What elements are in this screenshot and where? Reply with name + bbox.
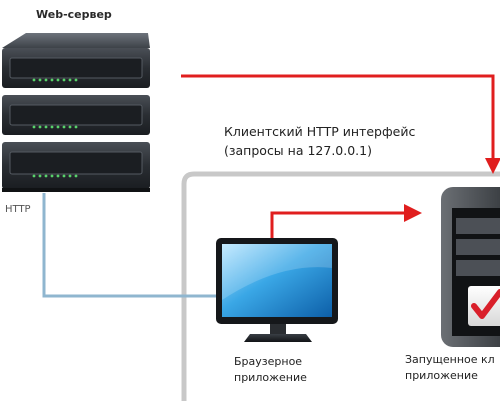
running-app-label-line2: приложение bbox=[405, 369, 478, 382]
http-label: HTTP bbox=[5, 204, 31, 215]
client-interface-subtitle: (запросы на 127.0.0.1) bbox=[224, 143, 372, 158]
browser-app-label-line1: Браузерное bbox=[234, 355, 303, 368]
client-frame bbox=[181, 171, 500, 401]
monitor-icon bbox=[216, 238, 338, 342]
server-to-app-arrow bbox=[181, 74, 500, 174]
web-server-title: Web-сервер bbox=[36, 8, 112, 21]
client-interface-title: Клиентский HTTP интерфейс bbox=[224, 124, 416, 139]
http-connection-line bbox=[42, 193, 218, 298]
browser-app-label-line2: приложение bbox=[234, 371, 307, 384]
running-app-label-line1: Запущенное кл bbox=[405, 353, 495, 366]
server-stack-icon bbox=[2, 33, 150, 192]
device-icon bbox=[441, 187, 500, 347]
browser-to-app-arrow bbox=[270, 204, 422, 238]
